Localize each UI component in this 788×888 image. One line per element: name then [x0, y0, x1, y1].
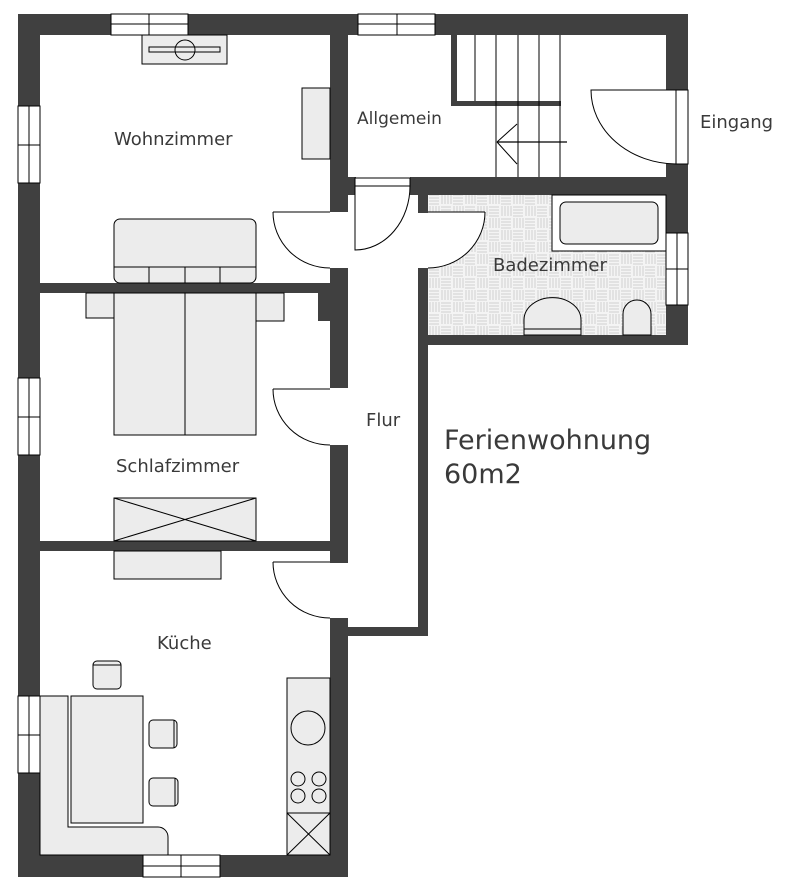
plan-title-area: 60m2	[444, 459, 522, 490]
furniture	[39, 34, 667, 856]
room-label-badezimmer: Badezimmer	[493, 255, 607, 276]
room-label-eingang: Eingang	[700, 112, 774, 133]
plan-title: Ferienwohnung 60m2	[444, 424, 651, 492]
windows	[17, 13, 689, 878]
room-label-flur: Flur	[366, 410, 401, 431]
staircase	[451, 35, 567, 177]
plan-title-name: Ferienwohnung	[444, 425, 652, 456]
doors	[272, 89, 689, 619]
room-label-kueche: Küche	[157, 633, 212, 654]
room-label-allgemein: Allgemein	[357, 109, 442, 129]
room-label-schlafzimmer: Schlafzimmer	[116, 456, 240, 477]
room-label-wohnzimmer: Wohnzimmer	[114, 129, 233, 150]
